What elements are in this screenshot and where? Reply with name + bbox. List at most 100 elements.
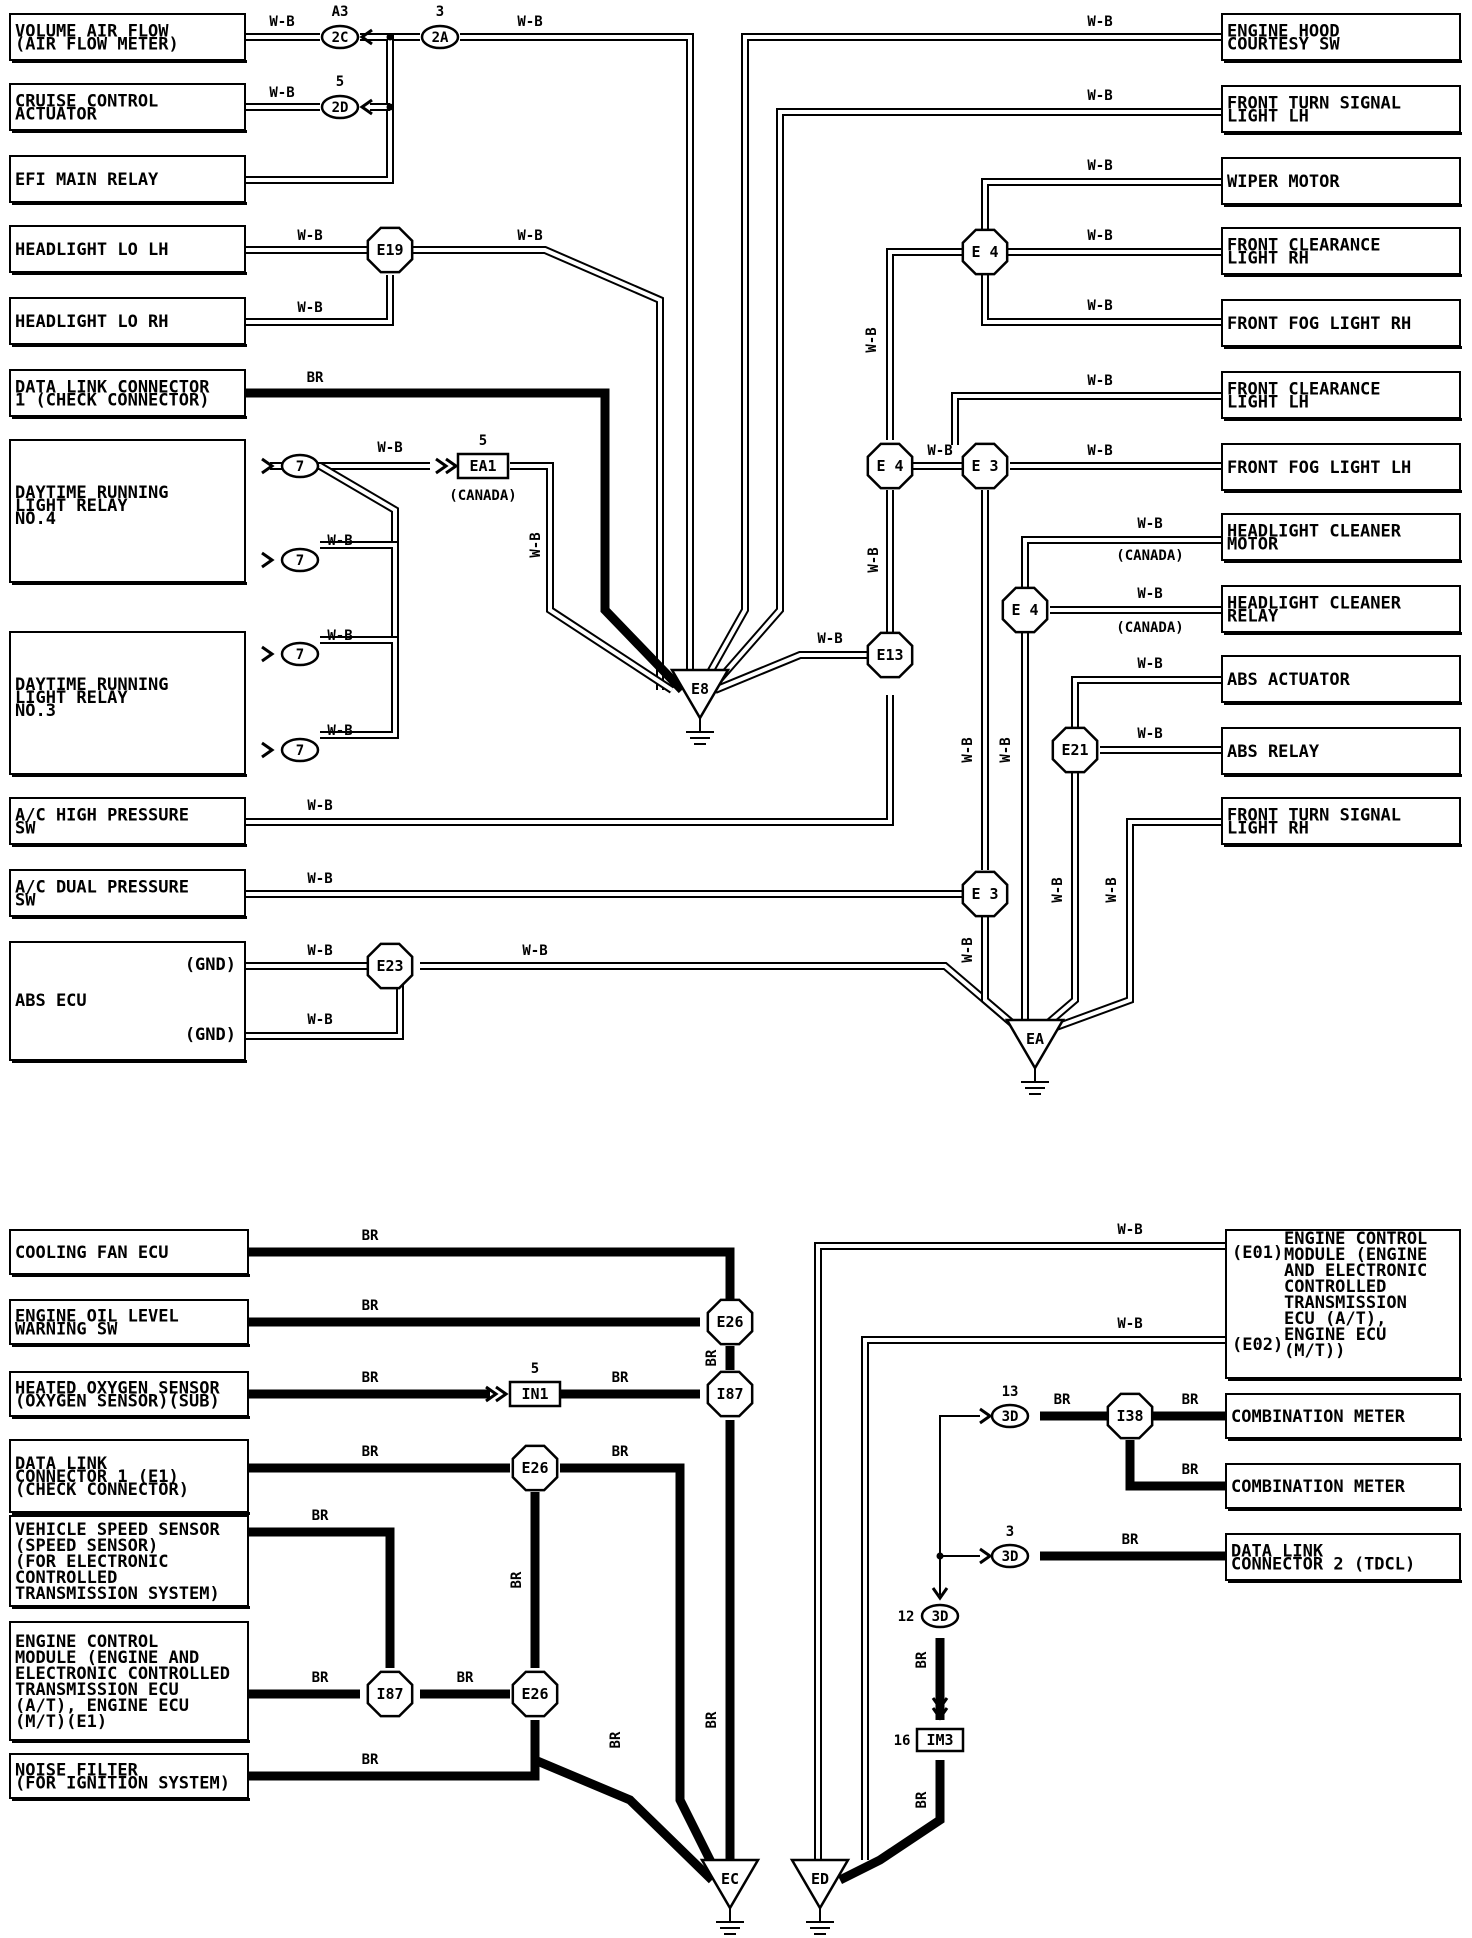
connector-e19-label: E19: [376, 241, 403, 259]
pin-a3: A3: [332, 4, 349, 20]
br-wire: [248, 1527, 395, 1668]
connector-2a: [420, 24, 460, 50]
drl-relay-no3-box: [9, 631, 246, 775]
wire-color-label: W-B: [1087, 88, 1112, 104]
wb-wire-core: [708, 110, 1222, 692]
wire-color-label: BR: [612, 1444, 629, 1460]
front-clearance-rh-label-1: LIGHT RH: [1227, 249, 1309, 269]
wire-color-label: W-B: [1087, 14, 1112, 30]
ecm-bottom-right-label-0: ENGINE CONTROL: [1284, 1229, 1427, 1249]
combination-meter-2-box: [1225, 1463, 1461, 1509]
wire-color-label: W-B: [307, 943, 332, 959]
wb-wire-core: [1023, 538, 1222, 590]
connector-e13-label: E13: [876, 646, 903, 664]
front-turn-signal-lh-shadow: [1224, 132, 1462, 135]
connector-e3-lower-label: E 3: [971, 885, 998, 903]
wb-wire-core: [420, 964, 1022, 1032]
wire-color-label: W-B: [517, 228, 542, 244]
connector-7-3-label: 7: [296, 647, 304, 663]
pin-12-3d: 12: [898, 1609, 915, 1625]
wire-color-label: W-B: [517, 14, 542, 30]
wb-wire-core: [510, 464, 674, 692]
abs-ecu-box: [9, 941, 246, 1061]
br-wire: [248, 1720, 540, 1781]
volume-air-flow-shadow: [12, 60, 247, 63]
front-fog-light-rh-box: [1221, 299, 1461, 347]
connector-3d-pin13-label: 3D: [1002, 1409, 1019, 1425]
wire-color-label: W-B: [864, 327, 880, 352]
ecm-bottom-left-label-2: ELECTRONIC CONTROLLED: [15, 1664, 230, 1684]
connector-e4-cleaner-label: E 4: [1011, 601, 1038, 619]
wb-wire-core: [816, 1244, 1226, 1860]
wire-color-label: BR: [362, 1752, 379, 1768]
front-clearance-rh-shadow: [1224, 274, 1462, 277]
wb-wire-core: [245, 985, 402, 1038]
wiper-motor-shadow: [1224, 204, 1462, 207]
front-fog-light-lh-box: [1221, 443, 1461, 491]
wb-wire: [1071, 676, 1222, 730]
ecm-bottom-right-label-6: ENGINE ECU: [1284, 1325, 1386, 1345]
connector-7-4-label: 7: [296, 743, 304, 759]
ground-ec: [699, 1858, 761, 1911]
headlight-cleaner-relay-label-0: HEADLIGHT CLEANER: [1227, 594, 1402, 614]
connector-i38: [1106, 1392, 1154, 1440]
abs-actuator-box: [1221, 655, 1461, 703]
efi-main-relay-label-0: EFI MAIN RELAY: [15, 170, 159, 190]
wire-color-label: W-B: [377, 440, 402, 456]
br-wire: [560, 1463, 725, 1883]
ecm-pin-e02: (E02): [1232, 1335, 1283, 1355]
ac-high-pressure-sw-shadow: [12, 844, 247, 847]
connector-e4-upper-label: E 4: [971, 243, 998, 261]
wire-color-label: W-B: [1117, 1316, 1142, 1332]
wire-color-label: W-B: [327, 628, 352, 644]
wire-color-label: W-B: [297, 300, 322, 316]
combination-meter-2-shadow: [1228, 1508, 1462, 1511]
wire-color-label: W-B: [1137, 586, 1162, 602]
wire-color-label: W-B: [1087, 228, 1112, 244]
connector-i87-lower: [366, 1670, 414, 1718]
wire-color-label: W-B: [927, 443, 952, 459]
cooling-fan-ecu-box: [9, 1229, 249, 1275]
wire-color-label: BR: [612, 1370, 629, 1386]
connector-arrow: [261, 741, 275, 759]
front-turn-signal-rh-label-1: LIGHT RH: [1227, 819, 1309, 839]
wire-color-label: W-B: [307, 1012, 332, 1028]
abs-ecu-shadow: [12, 1060, 247, 1063]
wire-color-label: BR: [509, 1571, 525, 1588]
wire-color-label: BR: [704, 1349, 720, 1366]
wire-color-label: W-B: [269, 14, 294, 30]
splice-dot: [386, 33, 394, 41]
ground-ec-label: EC: [721, 1870, 739, 1888]
br-wire: [248, 1247, 735, 1300]
vehicle-speed-sensor-label-0: VEHICLE SPEED SENSOR: [15, 1520, 220, 1540]
wire-color-label: W-B: [528, 532, 544, 557]
wb-wire: [420, 962, 1023, 1034]
connector-arrow: [931, 1697, 949, 1711]
connector-e3-lower: [961, 870, 1009, 918]
wb-wire-core: [320, 638, 397, 737]
connector-im3-label: IM3: [926, 1731, 953, 1749]
wb-wire-core: [320, 543, 397, 642]
wire-color-label: W-B: [817, 631, 842, 647]
wb-wire-core: [1047, 820, 1222, 1032]
combination-meter-1-box: [1225, 1393, 1461, 1439]
wire-color-label: W-B: [1087, 443, 1112, 459]
abs-ecu-gnd-2: (GND): [185, 1025, 236, 1045]
data-link-connector-2-shadow: [1228, 1580, 1462, 1583]
connector-in1-label: IN1: [521, 1385, 548, 1403]
abs-ecu-label-0: ABS ECU: [15, 991, 87, 1011]
wb-wire: [981, 178, 1222, 230]
headlight-cleaner-motor-shadow: [1224, 560, 1462, 563]
canada-note-relay: (CANADA): [1116, 620, 1183, 636]
abs-actuator-label-0: ABS ACTUATOR: [1227, 670, 1351, 690]
ac-high-pressure-sw-label-0: A/C HIGH PRESSURE: [15, 806, 189, 826]
canada-note-motor: (CANADA): [1116, 548, 1183, 564]
vehicle-speed-sensor-box: [9, 1515, 249, 1607]
wire-color-label: W-B: [1137, 656, 1162, 672]
drl-relay-no4-shadow: [12, 582, 247, 585]
heated-oxygen-sensor-shadow: [12, 1416, 250, 1419]
wire-color-label: W-B: [866, 547, 882, 572]
wire-color-label: W-B: [1050, 877, 1066, 902]
ac-dual-pressure-sw-shadow: [12, 916, 247, 919]
